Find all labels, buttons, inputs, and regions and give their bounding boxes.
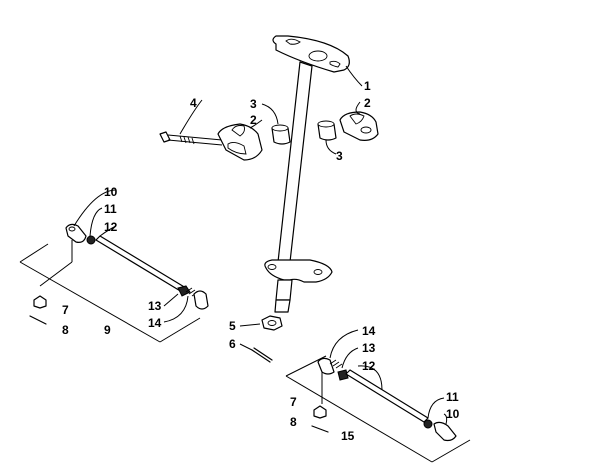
callout-5: 5 <box>229 319 236 333</box>
callout-leaders <box>73 65 448 425</box>
callout-2-left: 2 <box>250 113 257 127</box>
steering-post <box>264 35 350 313</box>
left-clamp-assembly <box>159 123 291 161</box>
callout-13-right: 13 <box>362 341 376 355</box>
callout-labels: 1 2 3 2 3 4 5 6 10 11 12 13 14 7 8 9 14 … <box>62 79 460 443</box>
callout-11-left: 11 <box>104 202 117 216</box>
callout-14-left: 14 <box>148 316 162 330</box>
callout-10-left: 10 <box>104 185 118 199</box>
callout-12-left: 12 <box>104 220 118 234</box>
spindle-nut-and-pin <box>251 315 283 363</box>
callout-14-right: 14 <box>362 324 376 338</box>
callout-13-left: 13 <box>148 299 162 313</box>
callout-7-right: 7 <box>290 395 297 409</box>
callout-2-right: 2 <box>364 96 371 110</box>
callout-1: 1 <box>364 79 371 93</box>
left-tie-rod-assembly <box>19 223 209 343</box>
right-tie-rod-assembly <box>285 355 471 463</box>
callout-3-left: 3 <box>250 97 257 111</box>
callout-10-right: 10 <box>446 407 460 421</box>
callout-4: 4 <box>190 96 197 110</box>
callout-7-left: 7 <box>62 303 69 317</box>
callout-9: 9 <box>104 323 111 337</box>
callout-11-right: 11 <box>446 390 459 404</box>
callout-12-right: 12 <box>362 359 376 373</box>
right-clamp-assembly <box>317 111 379 141</box>
callout-8-left: 8 <box>62 323 69 337</box>
callout-6: 6 <box>229 337 236 351</box>
callout-15: 15 <box>341 429 355 443</box>
callout-8-right: 8 <box>290 415 297 429</box>
callout-3-right: 3 <box>336 149 343 163</box>
